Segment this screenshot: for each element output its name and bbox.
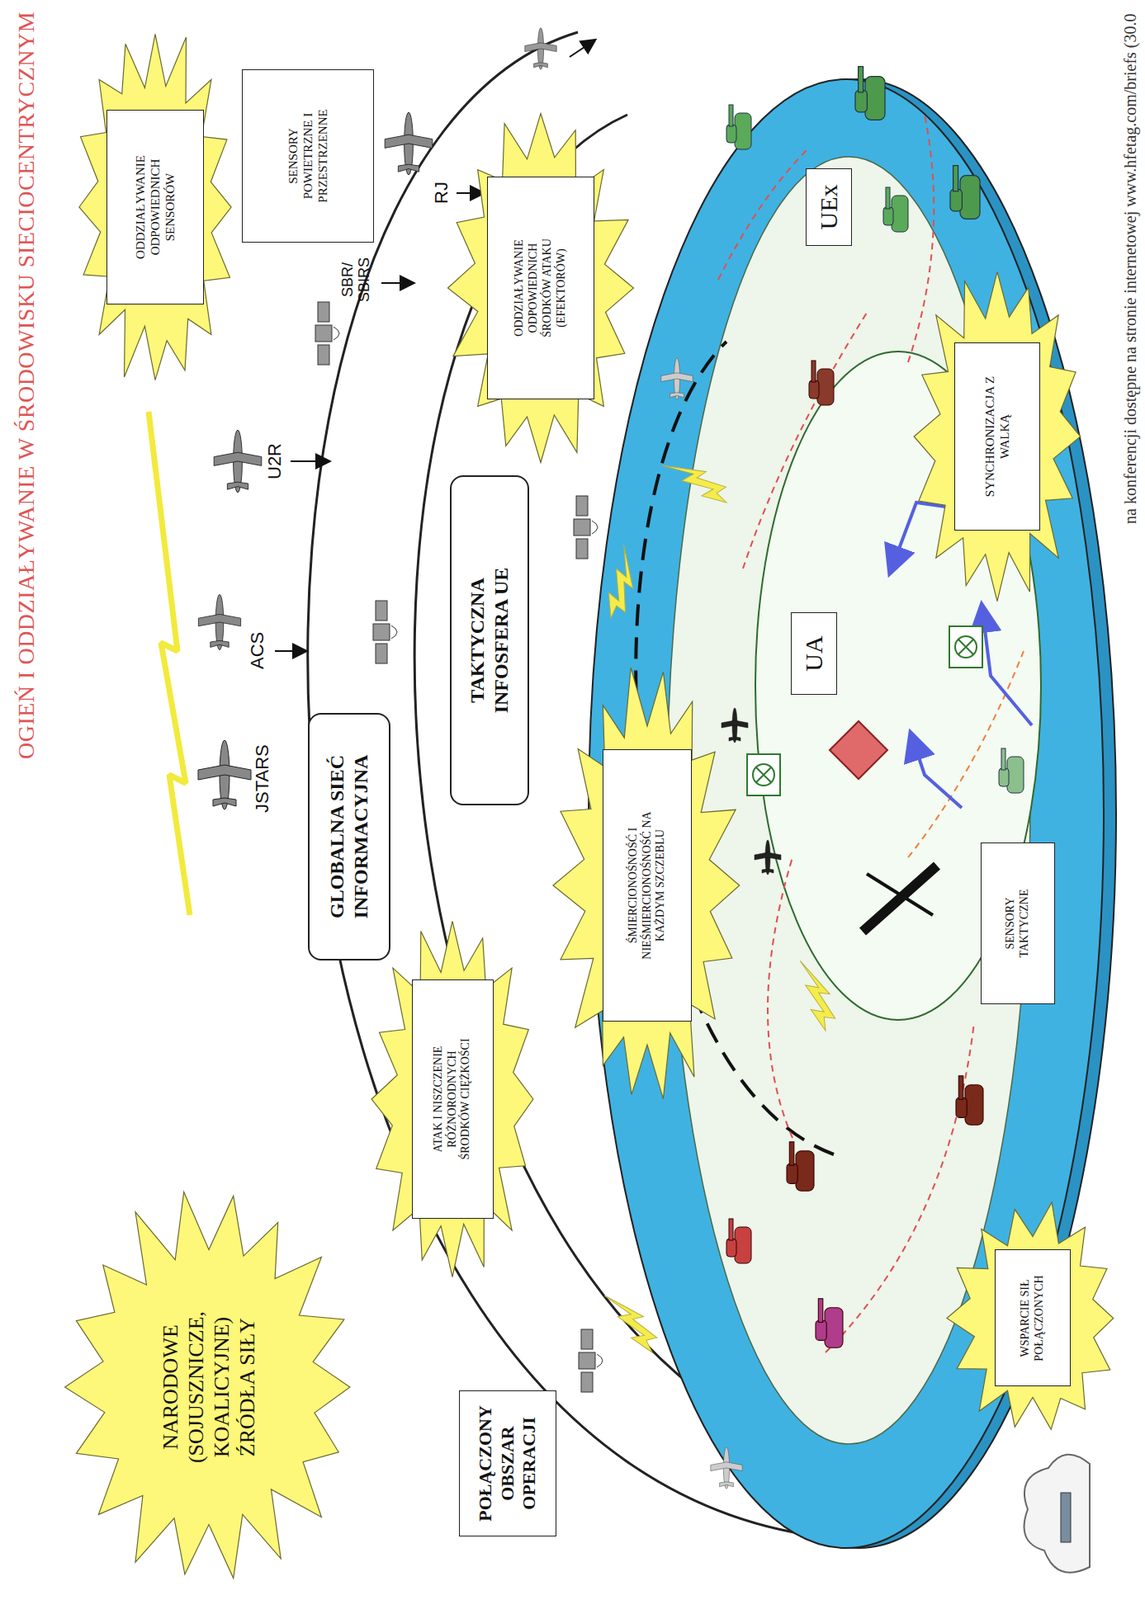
pointer-arrow bbox=[274, 650, 306, 653]
unit-symbol bbox=[955, 636, 977, 658]
starburst-callout: ATAK I NISZCZENIE RÓŻNORODNYCH ŚRODKÓW C… bbox=[365, 910, 540, 1289]
disk-top bbox=[588, 79, 1104, 1549]
lightning-bolt bbox=[794, 955, 842, 1034]
cloud bbox=[1024, 1455, 1091, 1574]
link-dashed bbox=[718, 147, 810, 280]
satellite bbox=[315, 302, 340, 365]
aircraft-u2r bbox=[213, 430, 262, 493]
lightning-bolt bbox=[599, 1285, 665, 1358]
text-box: SENSORY POWIETRZNE I PRZESTRZENNE bbox=[241, 69, 374, 243]
pointer-arrow bbox=[290, 460, 329, 463]
aircraft-name: JSTARS bbox=[252, 744, 273, 814]
vehicle-green bbox=[726, 104, 752, 150]
cross-mark bbox=[866, 874, 933, 916]
unit-symbol bbox=[756, 767, 772, 783]
blue-arrow bbox=[982, 610, 1032, 726]
node-label: WSPARCIE SIŁ POŁĄCZONYCH bbox=[994, 1250, 1071, 1388]
unit-symbol bbox=[958, 639, 974, 655]
aircraft bbox=[710, 1447, 743, 1490]
rounded-box: GLOBALNA SIEĆ INFORMACYJNA bbox=[307, 713, 391, 961]
starburst-callout: ŚMIERCIONOŚNOŚĆ I NIEŚMIERCIONOŚNOŚĆ NA … bbox=[551, 662, 743, 1109]
link-dashed bbox=[825, 1022, 975, 1354]
text-box: UEx bbox=[805, 168, 852, 247]
lightning-bolt bbox=[658, 451, 735, 509]
unit-symbol bbox=[752, 764, 775, 786]
node-label: ODDZIAŁYWANIE ODPOWIEDNICH SENSORÓW bbox=[106, 109, 204, 305]
pointer-arrow bbox=[456, 192, 483, 194]
vehicle-red bbox=[809, 360, 834, 406]
vehicle-red bbox=[786, 1142, 814, 1192]
helicopter bbox=[754, 840, 781, 876]
starburst-outline bbox=[913, 271, 1081, 601]
node-label: NARODOWE (SOJUSZNICZE, KOALICYJNE) ŹRÓDŁ… bbox=[152, 1279, 266, 1496]
node-label: POŁĄCZONY OBSZAR OPERACJI bbox=[458, 1391, 557, 1538]
unit-symbol bbox=[949, 626, 983, 668]
cross-mark bbox=[862, 865, 937, 933]
diagram-title: OGIEŃ I ODDZIAŁYWANIE W ŚRODOWISKU SIECI… bbox=[13, 11, 40, 760]
aircraft-jstars bbox=[198, 740, 251, 810]
satellite-name: SBR/ SBIRS bbox=[340, 251, 374, 308]
aircraft bbox=[525, 28, 557, 70]
starburst-outline bbox=[65, 1192, 351, 1580]
vehicle-red bbox=[726, 1219, 752, 1264]
satellite bbox=[373, 600, 398, 664]
pointer-arrow bbox=[381, 282, 413, 284]
source-note: na konferencji dostępne na stronie inter… bbox=[1121, 10, 1140, 529]
text-box: UA bbox=[790, 612, 838, 696]
aircraft-name: U2R bbox=[264, 443, 285, 480]
aircraft-rj bbox=[384, 112, 433, 176]
vehicle-green bbox=[855, 66, 885, 121]
link-dashed bbox=[908, 651, 1024, 858]
starburst-callout: WSPARCIE SIŁ POŁĄCZONYCH bbox=[944, 1197, 1122, 1441]
vehicle-green bbox=[950, 165, 980, 220]
starburst-outline bbox=[371, 921, 534, 1278]
satellite bbox=[573, 496, 598, 559]
node-label: ODDZIAŁYWANIE ODPOWIEDNICH ŚRODKÓW ATAKU… bbox=[487, 176, 595, 400]
aircraft-acs bbox=[198, 594, 241, 650]
enemy-symbol bbox=[829, 721, 888, 780]
vehicle-red bbox=[955, 1076, 984, 1126]
node-label: ATAK I NISZCZENIE RÓŻNORODNYCH ŚRODKÓW C… bbox=[411, 979, 494, 1220]
vehicle-green bbox=[998, 748, 1024, 794]
starburst-callout: ODDZIAŁYWANIE ODPOWIEDNICH ŚRODKÓW ATAKU… bbox=[443, 106, 639, 470]
vehicle-red bbox=[815, 1299, 843, 1349]
link-dashed bbox=[908, 114, 934, 363]
starburst-shape bbox=[60, 1183, 358, 1592]
starburst-outline bbox=[553, 667, 740, 1100]
helicopter bbox=[721, 708, 748, 743]
starburst-outline bbox=[946, 1202, 1114, 1430]
link-dashed bbox=[767, 857, 793, 1139]
node-label: SENSORY TAKTYCZNE bbox=[980, 842, 1056, 1005]
text-box: SENSORY TAKTYCZNE bbox=[980, 842, 1056, 1005]
satellite bbox=[578, 1329, 603, 1393]
node-label: ŚMIERCIONOŚNOŚĆ I NIEŚMIERCIONOŚNOŚĆ NA … bbox=[602, 749, 692, 1022]
starburst-callout: ODDZIAŁYWANIE ODPOWIEDNICH SENSORÓW bbox=[72, 21, 238, 393]
starburst-callout: SYNCHRONIZACJA Z WALKĄ bbox=[908, 263, 1086, 611]
node-label: SENSORY POWIETRZNE I PRZESTRZENNE bbox=[241, 69, 374, 243]
text-box: POŁĄCZONY OBSZAR OPERACJI bbox=[458, 1391, 557, 1538]
aircraft-name: ACS bbox=[247, 632, 268, 670]
vehicle-green bbox=[883, 187, 909, 232]
rounded-box: TAKTYCZNA INFOSFERA UE bbox=[449, 475, 530, 806]
ship bbox=[1060, 1493, 1071, 1543]
lightning-bolt bbox=[604, 544, 640, 621]
starburst-outline bbox=[448, 113, 635, 464]
link-dashed bbox=[742, 312, 867, 569]
node-label: UEx bbox=[805, 168, 852, 247]
aircraft bbox=[661, 358, 693, 400]
unit-symbol bbox=[747, 754, 781, 796]
blue-arrow bbox=[912, 738, 962, 809]
node-label: UA bbox=[790, 612, 838, 696]
aircraft-name: RJ bbox=[431, 181, 452, 204]
starburst-callout: NARODOWE (SOJUSZNICZE, KOALICYJNE) ŹRÓDŁ… bbox=[60, 1183, 358, 1592]
node-label: TAKTYCZNA INFOSFERA UE bbox=[449, 475, 530, 806]
lightning-bolt bbox=[148, 411, 190, 916]
pointer-arrow bbox=[569, 40, 595, 57]
starburst-outline bbox=[79, 33, 232, 380]
node-label: SYNCHRONIZACJA Z WALKĄ bbox=[954, 342, 1041, 531]
node-label: GLOBALNA SIEĆ INFORMACYJNA bbox=[307, 713, 391, 961]
